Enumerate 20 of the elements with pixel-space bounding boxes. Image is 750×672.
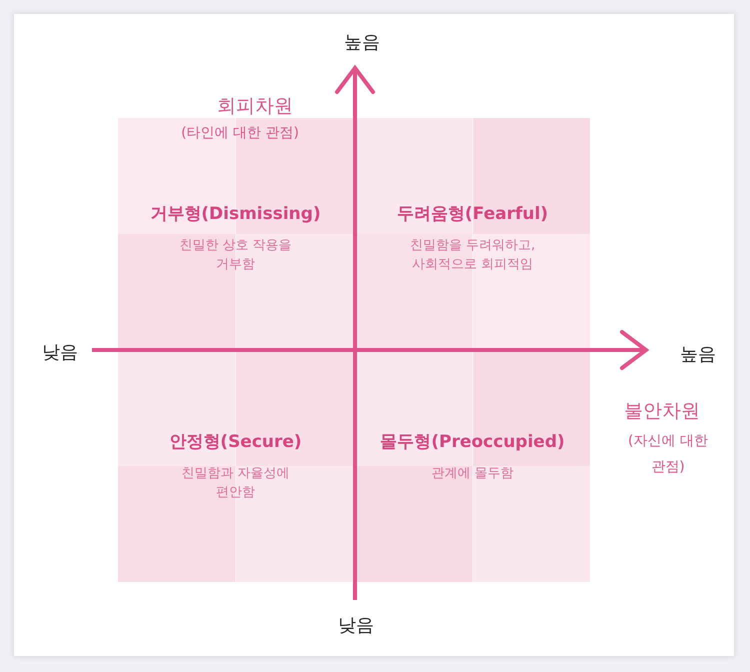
axis-subtitle: (자신에 대한 관점) [627,432,709,477]
axis-end-label: 높음 [344,31,380,54]
quadrant-title: 거부형(Dismissing) [149,203,322,225]
quadrant-box [118,350,353,582]
axis-end-label: 높음 [680,343,716,366]
axis-title: 회피차원 [217,94,293,119]
axis-end-label: 낮음 [338,614,374,637]
quadrant-title: 안정형(Secure) [168,431,303,453]
quadrant-box [355,118,590,350]
quadrant-title: 두려움형(Fearful) [396,203,550,225]
quadrant-box [355,350,590,582]
quadrant-description: 관계에 몰두함 [430,465,515,483]
axis-title: 불안차원 [624,399,700,424]
quadrant-title: 몰두형(Preoccupied) [379,431,566,453]
quadrant-description: 친밀함과 자율성에 편안함 [180,465,291,502]
axis-subtitle: (타인에 대한 관점) [181,124,299,142]
quadrant-box [118,118,353,350]
quadrant-description: 친밀한 상호 작용을 거부함 [178,237,293,274]
quadrant-description: 친밀함을 두려워하고, 사회적으로 회피적임 [408,237,536,274]
axis-end-label: 낮음 [42,341,78,364]
